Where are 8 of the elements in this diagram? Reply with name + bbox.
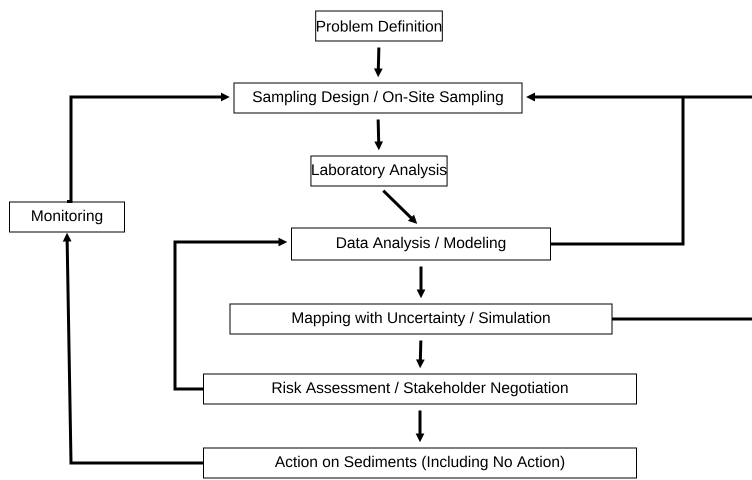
process-box: Data Analysis / Modeling bbox=[291, 228, 551, 260]
process-box: Sampling Design / On-Site Sampling bbox=[234, 82, 522, 114]
process-box: Risk Assessment / Stakeholder Negotiation bbox=[203, 374, 637, 404]
process-box: Mapping with Uncertainty / Simulation bbox=[230, 304, 612, 334]
process-box: Monitoring bbox=[9, 202, 125, 232]
process-box: Problem Definition bbox=[315, 10, 443, 42]
process-box: Laboratory Analysis bbox=[310, 156, 448, 186]
process-box: Action on Sediments (Including No Action) bbox=[203, 448, 637, 478]
